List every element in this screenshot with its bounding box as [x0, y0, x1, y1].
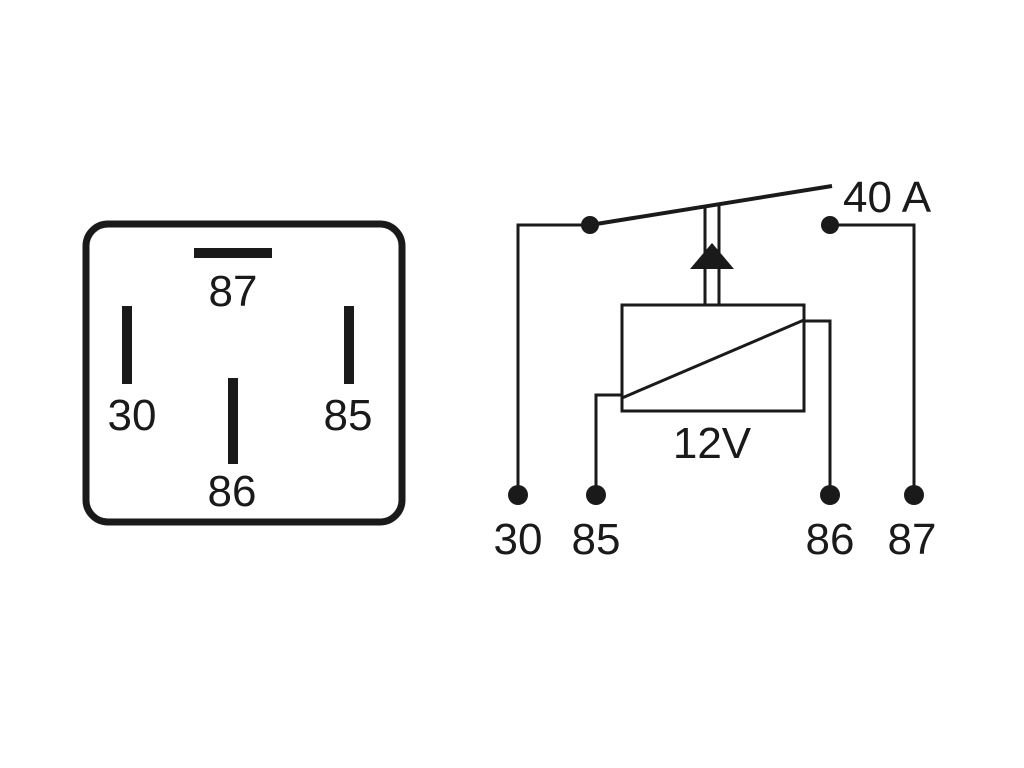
socket-outline	[82, 220, 406, 526]
terminal-86-dot	[820, 485, 840, 505]
terminal-86-label: 86	[806, 515, 855, 564]
wire-86	[804, 319, 832, 495]
switch-arm	[589, 184, 833, 227]
pin-85-blade	[344, 306, 354, 384]
pin-30-label: 30	[108, 391, 157, 440]
wire-85	[594, 393, 622, 495]
actuator-arrow-icon	[690, 243, 734, 269]
pin-86-label: 86	[208, 467, 257, 516]
terminal-30-dot	[508, 485, 528, 505]
coil-diagonal	[621, 318, 805, 400]
terminal-85-dot	[586, 485, 606, 505]
pin-87-blade	[194, 248, 272, 258]
terminal-85-label: 85	[572, 515, 621, 564]
relay-schematic	[508, 184, 924, 505]
current-rating-label: 40 A	[843, 173, 932, 222]
terminal-87-label: 87	[888, 515, 937, 564]
wire-87	[830, 223, 916, 495]
terminal-30-label: 30	[494, 515, 543, 564]
pin-85-label: 85	[324, 391, 373, 440]
pin-86-blade	[228, 378, 238, 464]
coil-voltage-label: 12V	[673, 419, 752, 468]
relay-socket-view: 87 30 85 86	[82, 220, 406, 526]
terminal-87-dot	[904, 485, 924, 505]
coil-box	[620, 303, 806, 413]
pin-87-label: 87	[209, 267, 258, 316]
pin-30-blade	[122, 306, 132, 384]
wire-30	[516, 223, 590, 495]
